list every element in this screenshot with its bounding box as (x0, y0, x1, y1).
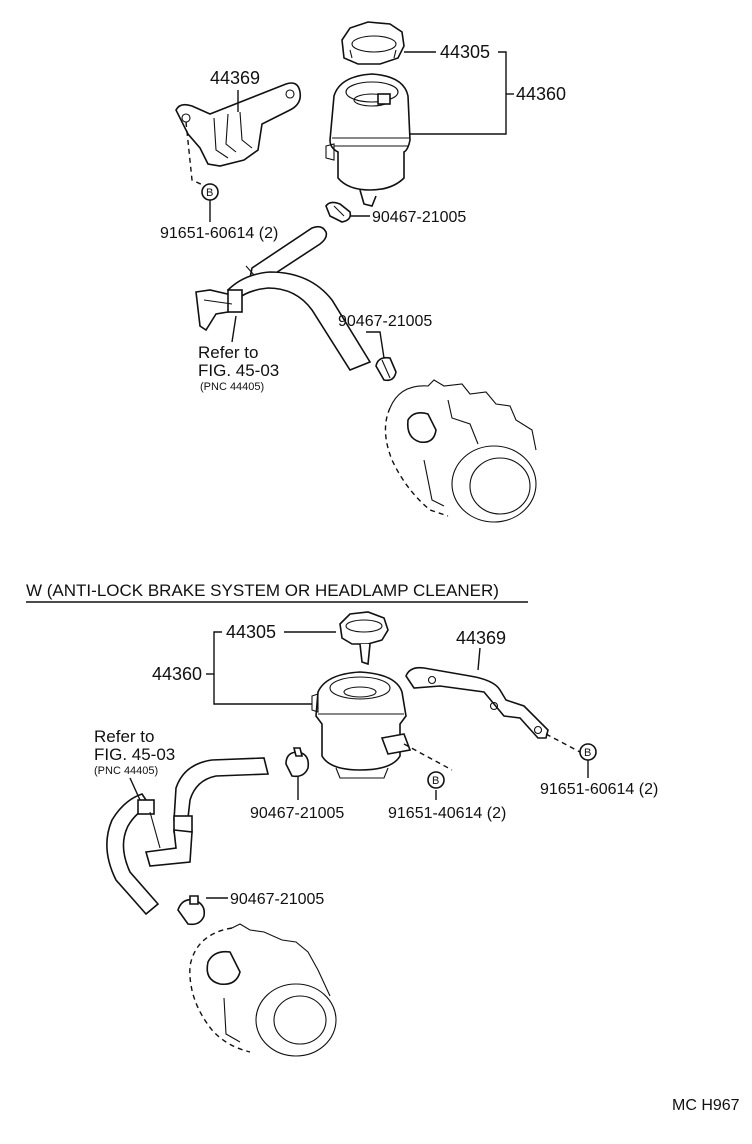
lower-hoses (106, 757, 270, 916)
lower-leaders (129, 631, 597, 899)
upper-clamp-1-part-number: 90467-21005 (372, 209, 466, 226)
upper-assembly: 44305 44360 44369 B 91651-60614 (2) 9046… (160, 21, 566, 523)
lower-refer-line-2: FIG. 45-03 (94, 745, 175, 764)
section-heading: W (ANTI-LOCK BRAKE SYSTEM OR HEADLAMP CL… (26, 581, 499, 600)
upper-refer-line-3: (PNC 44405) (200, 381, 264, 393)
upper-return-hose (195, 271, 372, 371)
upper-clamp-2 (375, 356, 397, 382)
lower-bolt-a-part-number: 91651-40614 (2) (388, 805, 506, 822)
lower-reservoir-part-number: 44360 (152, 664, 202, 684)
lower-cap-part-number: 44305 (226, 622, 276, 642)
lower-bracket-bolt-path (545, 733, 581, 753)
lower-bolt-b-part-number: 91651-60614 (2) (540, 781, 658, 798)
upper-bracket-part-number: 44369 (210, 68, 260, 88)
lower-reservoir-bolt-path (403, 743, 453, 771)
lower-bracket-part-number: 44369 (456, 628, 506, 648)
lower-bolt-symbol-a: B (432, 775, 439, 787)
upper-refer-line-2: FIG. 45-03 (198, 361, 279, 380)
upper-leaders (201, 51, 514, 359)
lower-clamp-2-part-number: 90467-21005 (230, 891, 324, 908)
upper-reservoir-tank (325, 73, 411, 207)
lower-refer-line-1: Refer to (94, 727, 154, 746)
lower-bracket (405, 666, 549, 739)
lower-assembly: 44305 44360 44369 B B 91651-40614 (2) 91… (94, 611, 658, 1057)
upper-clamp-2-part-number: 90467-21005 (338, 313, 432, 330)
lower-reservoir-cap (339, 611, 389, 666)
lower-clamp-1-part-number: 90467-21005 (250, 805, 344, 822)
lower-pump (189, 923, 337, 1057)
lower-refer-line-3: (PNC 44405) (94, 765, 158, 777)
upper-reservoir-part-number: 44360 (516, 84, 566, 104)
upper-pump (384, 379, 537, 523)
diagram-code: MC H967 (672, 1097, 740, 1114)
upper-clamp-1 (325, 201, 352, 223)
upper-bolt-symbol: B (206, 187, 213, 199)
upper-cap-part-number: 44305 (440, 42, 490, 62)
upper-bracket (175, 82, 302, 167)
upper-refer-line-1: Refer to (198, 343, 258, 362)
lower-reservoir-tank (311, 671, 412, 779)
lower-clamp-2 (177, 895, 206, 926)
upper-bolt-part-number: 91651-60614 (2) (160, 225, 278, 242)
upper-bracket-bolt-path (185, 121, 206, 187)
upper-reservoir-cap (341, 21, 405, 65)
lower-bolt-symbol-b: B (584, 747, 591, 759)
lower-clamp-1 (285, 747, 310, 778)
